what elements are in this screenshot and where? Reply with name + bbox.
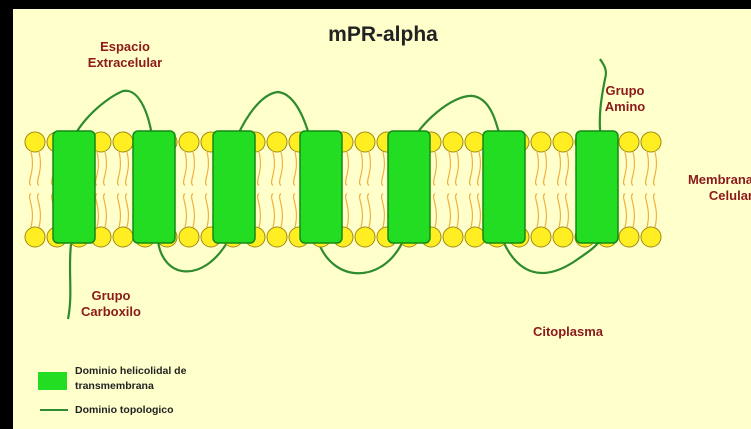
transmembrane-helix-3 <box>213 131 255 243</box>
label-cell-membrane: Membrana Celular <box>661 172 751 204</box>
lipid-heads <box>25 132 661 247</box>
label-amino-group: Grupo Amino <box>595 83 655 115</box>
lipid-head <box>179 132 199 152</box>
lipid-tail <box>184 152 187 227</box>
lipid-tail <box>624 152 627 227</box>
lipid-head <box>641 227 661 247</box>
lipid-tail <box>280 152 283 227</box>
lipid-tail <box>654 152 657 227</box>
lipid-head <box>619 132 639 152</box>
diagram-title: mPR-alpha <box>283 23 483 47</box>
lipid-head <box>267 132 287 152</box>
lipid-head <box>179 227 199 247</box>
lipid-tail <box>558 152 561 227</box>
lipid-tail <box>258 152 261 227</box>
lipid-tail <box>30 152 33 227</box>
lipid-head <box>113 227 133 247</box>
lipid-head <box>641 132 661 152</box>
lipid-tail <box>104 152 107 227</box>
transmembrane-helix-4 <box>300 131 342 243</box>
lipid-tail <box>646 152 649 227</box>
lipid-tail <box>272 152 275 227</box>
lipid-tail <box>360 152 363 227</box>
lipid-tail <box>456 152 459 227</box>
lipid-tail <box>382 152 385 227</box>
lipid-head <box>619 227 639 247</box>
lipid-head <box>465 132 485 152</box>
lipid-tail <box>470 152 473 227</box>
lipid-tail <box>192 152 195 227</box>
lipid-tail <box>118 152 121 227</box>
lipid-tail <box>434 152 437 227</box>
lipid-tail <box>294 152 297 227</box>
lipid-tail <box>346 152 349 227</box>
lipid-tail <box>632 152 635 227</box>
lipid-head <box>25 227 45 247</box>
lipid-head <box>465 227 485 247</box>
lipid-head <box>355 132 375 152</box>
lipid-head <box>113 132 133 152</box>
lipid-head <box>267 227 287 247</box>
legend-helix-swatch <box>38 372 67 390</box>
lipid-tail <box>38 152 41 227</box>
lipid-tail <box>206 152 209 227</box>
transmembrane-helix-6 <box>483 131 525 243</box>
lipid-head <box>443 227 463 247</box>
label-extracellular-space: Espacio Extracelular <box>75 39 175 71</box>
lipid-tail <box>544 152 547 227</box>
legend-topology-label: Dominio topologico <box>75 403 174 418</box>
lipid-tails <box>30 152 657 227</box>
lipid-tail <box>478 152 481 227</box>
lipid-head <box>553 132 573 152</box>
diagram-panel: mPR-alpha Espacio Extracelular Grupo Ami… <box>13 9 751 429</box>
lipid-head <box>443 132 463 152</box>
transmembrane-helix-5 <box>388 131 430 243</box>
lipid-tail <box>96 152 99 227</box>
lipid-head <box>531 227 551 247</box>
lipid-tail <box>368 152 371 227</box>
lipid-head <box>355 227 375 247</box>
lipid-tail <box>566 152 569 227</box>
transmembrane-helix-1 <box>53 131 95 243</box>
lipid-tail <box>536 152 539 227</box>
transmembrane-helix-7 <box>576 131 618 243</box>
lipid-tail <box>448 152 451 227</box>
lipid-head <box>553 227 573 247</box>
legend-helix-label: Dominio helicolidal de transmembrana <box>75 364 186 394</box>
label-carboxyl-group: Grupo Carboxilo <box>71 288 151 320</box>
lipid-tail <box>126 152 129 227</box>
label-cytoplasm: Citoplasma <box>513 324 623 340</box>
lipid-head <box>531 132 551 152</box>
lipid-head <box>25 132 45 152</box>
transmembrane-helix-2 <box>133 131 175 243</box>
